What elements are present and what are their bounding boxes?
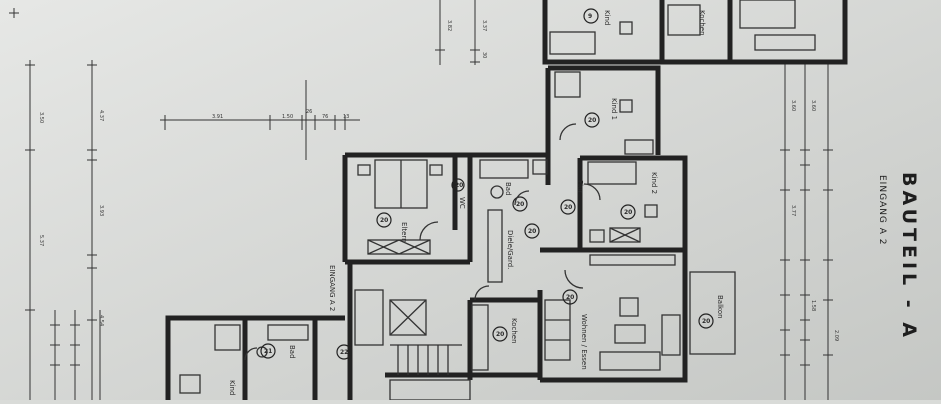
dim-top-1: 3.91 bbox=[212, 114, 223, 120]
dim-left-2: 5.37 bbox=[38, 235, 44, 246]
room-label-bad-lower: Bad bbox=[288, 345, 296, 359]
top-vertical-dims: 3.82 3.37 30 bbox=[435, 0, 487, 65]
room-labels: Kind Kochen Kind 1 Kind 2 Eltern Bad WC … bbox=[228, 10, 724, 395]
room-label-diele: Diele/Gard. bbox=[506, 230, 514, 269]
dim-right-1: 3.60 bbox=[790, 100, 796, 111]
room-label-balkon: Balkon bbox=[716, 295, 724, 319]
dim-top-2: 1.50 bbox=[282, 114, 293, 120]
dim-left-4: 3.93 bbox=[98, 205, 104, 216]
dim-left-3: 4.37 bbox=[98, 110, 104, 121]
room-number-wohnen: 20 bbox=[566, 294, 574, 301]
room-label-kochen: Kochen bbox=[510, 318, 518, 344]
room-number-balkon: 20 bbox=[702, 318, 710, 325]
room-number-kind1: 20 bbox=[588, 117, 596, 124]
document-subtitle: EINGANG A 2 bbox=[877, 175, 887, 246]
room-label-wohnen: Wohnen / Essen bbox=[580, 314, 588, 370]
dim-right-3: 1.58 bbox=[810, 300, 816, 311]
staircase-icon bbox=[354, 289, 462, 375]
registration-mark-icon bbox=[9, 8, 19, 18]
dim-topsmall-2: 3.37 bbox=[481, 20, 487, 31]
room-number-kochen: 20 bbox=[496, 331, 504, 338]
room-number-lower: 22 bbox=[340, 349, 348, 356]
room-number-eltern: 20 bbox=[380, 217, 388, 224]
entrance-label: EINGANG A 2 bbox=[328, 265, 336, 311]
dim-right-2: 3.77 bbox=[790, 205, 796, 216]
title-block: BAUTEIL - A EINGANG A 2 bbox=[877, 172, 920, 341]
room-label-bad: Bad bbox=[504, 182, 512, 196]
dim-top-4: 76 bbox=[322, 114, 328, 120]
room-number-kind2: 20 bbox=[624, 209, 632, 216]
building-walls bbox=[165, 0, 848, 400]
dim-topsmall-3: 30 bbox=[481, 52, 487, 58]
room-label-flur: Flur bbox=[576, 180, 584, 193]
room-number-kind-top: 9 bbox=[588, 13, 592, 20]
room-label-kochen-top: Kochen bbox=[698, 10, 706, 36]
dim-right-4: 2.09 bbox=[833, 330, 839, 341]
room-label-wc: WC bbox=[458, 197, 466, 209]
room-number-diele: 20 bbox=[528, 228, 536, 235]
document-title: BAUTEIL - A bbox=[898, 172, 920, 341]
dim-top-5: 13 bbox=[343, 114, 349, 120]
room-label-eltern: Eltern bbox=[400, 222, 408, 243]
dim-left-5: 4.54 bbox=[98, 315, 104, 326]
dim-right-5: 3.60 bbox=[810, 100, 816, 111]
room-label-kind-lower: Kind bbox=[228, 380, 236, 395]
dim-top-3: 26 bbox=[306, 109, 312, 115]
room-label-kind-top: Kind bbox=[603, 10, 611, 25]
wardrobe-kind2 bbox=[609, 227, 641, 243]
furniture bbox=[179, 0, 816, 401]
right-dimension-chain: 3.60 3.77 1.58 2.09 3.60 bbox=[780, 60, 839, 400]
room-number-flur: 20 bbox=[564, 204, 572, 211]
top-dimension-chain: 3.91 1.50 26 76 13 bbox=[160, 80, 360, 160]
room-label-kind2: Kind 2 bbox=[650, 172, 658, 194]
wardrobe-eltern bbox=[367, 239, 431, 255]
balcony-outline bbox=[689, 271, 736, 355]
room-number-bad-lower: 21 bbox=[264, 348, 272, 355]
door-swings bbox=[244, 123, 601, 361]
left-dimension-chain: 3.50 5.37 4.37 3.93 4.54 bbox=[25, 60, 104, 400]
dim-topsmall-1: 3.82 bbox=[446, 20, 452, 31]
room-label-kind1: Kind 1 bbox=[610, 98, 618, 120]
dim-left-1: 3.50 bbox=[38, 112, 44, 123]
room-number-wc: 20 bbox=[455, 182, 463, 189]
room-number-bad: 20 bbox=[516, 201, 524, 208]
room-number-circles: 9 20 20 20 20 20 20 20 20 20 21 20 22 bbox=[260, 8, 714, 360]
